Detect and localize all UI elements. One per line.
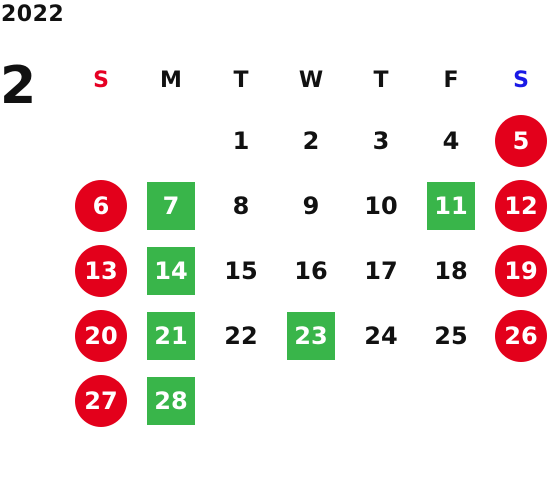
calendar-cell (276, 368, 346, 433)
closed-day: 7 (147, 181, 195, 230)
calendar-day: 25 (434, 321, 468, 350)
calendar-day: 16 (294, 256, 328, 285)
calendar-cell (416, 368, 486, 433)
calendar-cell: 13 (66, 238, 136, 303)
calendar-cell: 3 (346, 108, 416, 173)
calendar-day: 18 (434, 256, 468, 285)
holiday-day: 12 (495, 179, 547, 232)
calendar-cell: 12 (486, 173, 548, 238)
calendar-cell: 9 (276, 173, 346, 238)
empty-day (76, 116, 126, 166)
calendar-cell: 7 (136, 173, 206, 238)
calendar-cell: 4 (416, 108, 486, 173)
weekday-header: T (373, 67, 389, 93)
calendar-cell: 16 (276, 238, 346, 303)
calendar-cell (66, 108, 136, 173)
calendar-cell: 21 (136, 303, 206, 368)
closed-day: 23 (287, 311, 335, 360)
calendar-cell: 28 (136, 368, 206, 433)
calendar-cell: 24 (346, 303, 416, 368)
holiday-day: 19 (495, 244, 547, 297)
empty-day (496, 376, 546, 426)
closed-day: 11 (427, 181, 475, 230)
calendar-year: 2022 (1, 2, 65, 27)
empty-day (356, 376, 406, 426)
calendar-cell: 17 (346, 238, 416, 303)
closed-day: 21 (147, 311, 195, 360)
calendar-cell: 18 (416, 238, 486, 303)
calendar-cell: 20 (66, 303, 136, 368)
holiday-day: 6 (75, 179, 127, 232)
empty-day (216, 376, 266, 426)
empty-day (286, 376, 336, 426)
holiday-day: 20 (75, 309, 127, 362)
calendar-cell: 25 (416, 303, 486, 368)
holiday-day: 27 (75, 374, 127, 427)
calendar-day: 22 (224, 321, 258, 350)
weekday-header: S (93, 67, 109, 93)
closed-day: 14 (147, 246, 195, 295)
empty-day (426, 376, 476, 426)
calendar-cell: 27 (66, 368, 136, 433)
calendar-cell: 2 (276, 108, 346, 173)
calendar-cell: 15 (206, 238, 276, 303)
calendar-cell: 19 (486, 238, 548, 303)
calendar-day: 1 (232, 126, 250, 155)
calendar-cell: 6 (66, 173, 136, 238)
calendar-cell: 10 (346, 173, 416, 238)
calendar-cell: 26 (486, 303, 548, 368)
holiday-day: 13 (75, 244, 127, 297)
calendar-cell (346, 368, 416, 433)
calendar-cell: 5 (486, 108, 548, 173)
weekday-header: F (443, 67, 459, 93)
calendar-day: 15 (224, 256, 258, 285)
calendar-cell: 23 (276, 303, 346, 368)
calendar-cell: 22 (206, 303, 276, 368)
calendar-day: 2 (302, 126, 320, 155)
closed-day: 28 (147, 376, 195, 425)
calendar-cell: 1 (206, 108, 276, 173)
calendar-cell: 8 (206, 173, 276, 238)
calendar-cell: 11 (416, 173, 486, 238)
calendar-day: 17 (364, 256, 398, 285)
weekday-header: T (233, 67, 249, 93)
calendar-cell (486, 368, 548, 433)
weekday-header: S (513, 67, 529, 93)
weekday-header: M (160, 67, 182, 93)
calendar-day: 3 (372, 126, 390, 155)
empty-day (146, 116, 196, 166)
calendar-cell (136, 108, 206, 173)
weekday-header: W (298, 67, 324, 93)
calendar-day: 9 (302, 191, 320, 220)
holiday-day: 26 (495, 309, 547, 362)
calendar-cell: 14 (136, 238, 206, 303)
calendar-month: 2 (0, 56, 37, 116)
holiday-day: 5 (495, 114, 547, 167)
calendar-day: 4 (442, 126, 460, 155)
calendar-cell (206, 368, 276, 433)
calendar-day: 24 (364, 321, 398, 350)
calendar-day: 10 (364, 191, 398, 220)
calendar-day: 8 (232, 191, 250, 220)
